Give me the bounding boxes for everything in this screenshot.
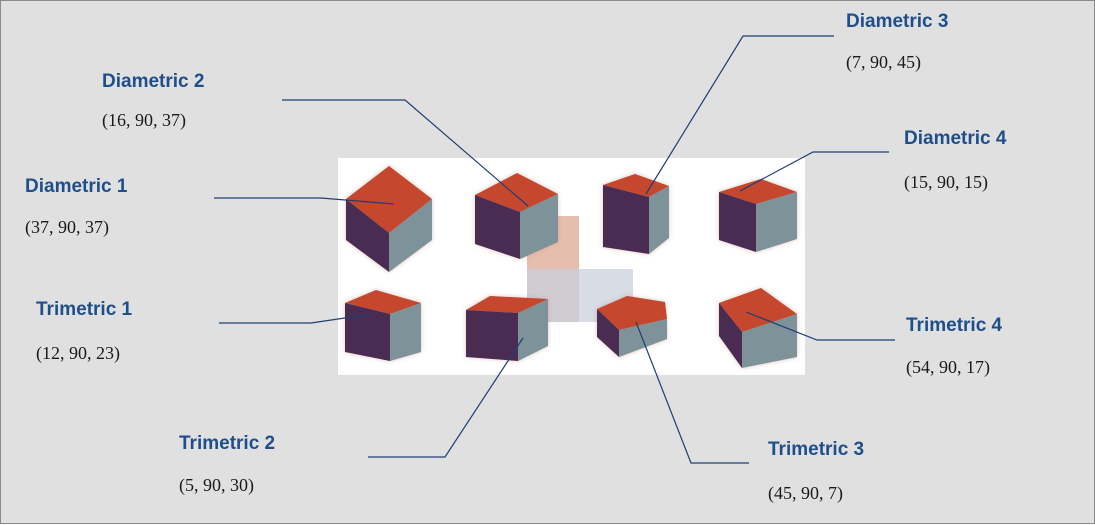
angles-trimetric-3: (45, 90, 7) <box>768 483 843 503</box>
cube-trimetric-3 <box>597 296 667 357</box>
cube-top-face <box>346 166 432 233</box>
leader-line-trimetric-2 <box>368 337 524 458</box>
label-diametric-4: Diametric 4 <box>904 128 1007 149</box>
cube-top-face <box>719 179 797 204</box>
cube-left-face <box>475 195 520 259</box>
angles-diametric-3: (7, 90, 45) <box>846 52 921 72</box>
cube-right-face <box>389 199 432 272</box>
angles-diametric-2: (16, 90, 37) <box>102 110 186 130</box>
cube-left-face <box>597 309 619 357</box>
label-diametric-2: Diametric 2 <box>102 71 205 92</box>
cube-top-face <box>719 288 797 332</box>
angles-trimetric-2: (5, 90, 30) <box>179 475 254 495</box>
angles-diametric-4: (15, 90, 15) <box>904 172 988 192</box>
cube-top-face <box>466 296 548 313</box>
label-trimetric-2: Trimetric 2 <box>179 433 276 454</box>
cube-right-face <box>756 192 797 252</box>
leader-line-diametric-3 <box>645 35 834 195</box>
cube-diametric-1 <box>346 166 432 272</box>
leader-line-diametric-1 <box>214 197 395 205</box>
cube-left-face <box>719 192 756 252</box>
cube-right-face <box>518 299 548 361</box>
cube-right-face <box>390 303 421 361</box>
cube-top-face <box>345 290 421 314</box>
leader-line-trimetric-4 <box>745 311 895 341</box>
leader-line-trimetric-1 <box>219 313 373 324</box>
label-trimetric-1: Trimetric 1 <box>36 299 133 320</box>
cube-diametric-2 <box>475 173 558 259</box>
angles-trimetric-1: (12, 90, 23) <box>36 343 120 363</box>
leader-line-diametric-2 <box>282 99 529 207</box>
cube-left-face <box>603 185 649 254</box>
cube-right-face <box>520 194 558 259</box>
cube-trimetric-1 <box>345 290 421 361</box>
label-diametric-3: Diametric 3 <box>846 11 949 32</box>
cube-left-face <box>346 199 389 272</box>
cube-left-face <box>466 310 518 361</box>
cube-top-face <box>475 173 558 212</box>
cube-diametric-3 <box>603 174 669 254</box>
leader-line-trimetric-3 <box>635 321 749 464</box>
cube-diametric-4 <box>719 179 797 252</box>
label-trimetric-3: Trimetric 3 <box>768 439 865 460</box>
angles-trimetric-4: (54, 90, 17) <box>906 357 990 377</box>
cube-top-face <box>603 174 669 197</box>
leader-line-diametric-4 <box>739 151 889 192</box>
cube-right-face <box>742 314 797 368</box>
cube-trimetric-4 <box>719 288 797 368</box>
angles-diametric-1: (37, 90, 37) <box>25 217 109 237</box>
label-diametric-1: Diametric 1 <box>25 176 128 197</box>
cube-left-face <box>345 303 390 361</box>
cube-left-face <box>719 303 742 368</box>
cube-right-face <box>649 186 669 254</box>
cube-top-face <box>597 296 667 330</box>
cube-right-face <box>619 319 667 357</box>
label-trimetric-4: Trimetric 4 <box>906 315 1003 336</box>
cube-trimetric-2 <box>466 296 548 361</box>
